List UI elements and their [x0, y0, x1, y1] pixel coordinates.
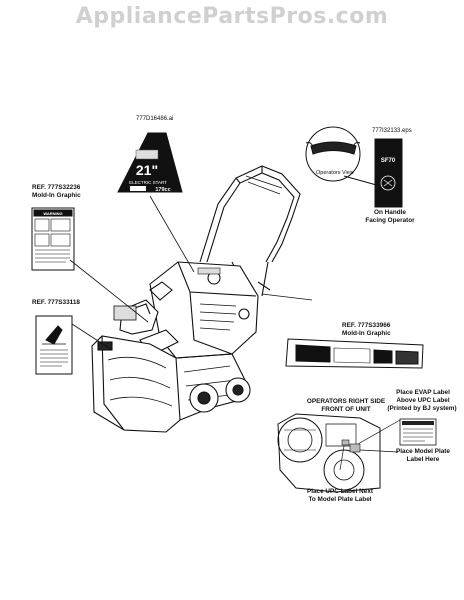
- decal-start-text: ELECTRIC START: [129, 180, 167, 185]
- side-detail-view: [277, 413, 437, 493]
- ref-left-bottom: REF. 777S33118: [32, 299, 80, 306]
- handle-code-text: SF70: [381, 158, 396, 164]
- on-handle-label-line1: On Handle: [374, 209, 406, 216]
- operators-view-label: Operators View: [316, 170, 354, 176]
- handle-decal: SF70: [305, 126, 403, 208]
- warning-decal-text: WARNING: [43, 211, 62, 216]
- ref-left-top-line2: Mold-In Graphic: [32, 192, 81, 199]
- dash-decal: [285, 338, 424, 369]
- upc-label-line2: To Model Plate Label: [308, 496, 372, 503]
- warning-decal: WARNING: [31, 207, 75, 271]
- pointer-lines: [69, 195, 313, 351]
- handle-decal-part-number: 777I32133.eps: [372, 128, 412, 134]
- ref-left-top-line1: REF. 777S32236: [32, 184, 81, 191]
- evap-label-line1: Place EVAP Label: [396, 389, 450, 396]
- evap-label-line3: (Printed by BJ system): [387, 405, 457, 412]
- evap-label-line2: Above UPC Label: [396, 397, 450, 404]
- model-plate-line1: Place Model Plate: [396, 448, 450, 455]
- top-decal: 21" ELECTRIC START 179cc: [117, 132, 183, 193]
- ref-right-line1: REF. 777S33966: [342, 322, 391, 329]
- ref-right-line2: Mold-In Graphic: [342, 330, 391, 337]
- top-decal-part-number: 777D16486.ai: [136, 116, 174, 122]
- upc-label-line1: Place UPC Label Next: [306, 488, 374, 495]
- model-plate-line2: Label Here: [406, 456, 440, 463]
- snowblower: [91, 165, 301, 433]
- watermark: AppliancePartsPros.com: [75, 4, 389, 29]
- chute-decal: [35, 315, 73, 375]
- on-handle-label-line2: Facing Operator: [365, 217, 415, 224]
- side-title-line1: OPERATORS RIGHT SIDE: [306, 398, 386, 405]
- decal-engine-text: 179cc: [155, 187, 170, 193]
- decal-size-text: 21": [136, 162, 158, 178]
- side-title-line2: FRONT OF UNIT: [321, 406, 371, 413]
